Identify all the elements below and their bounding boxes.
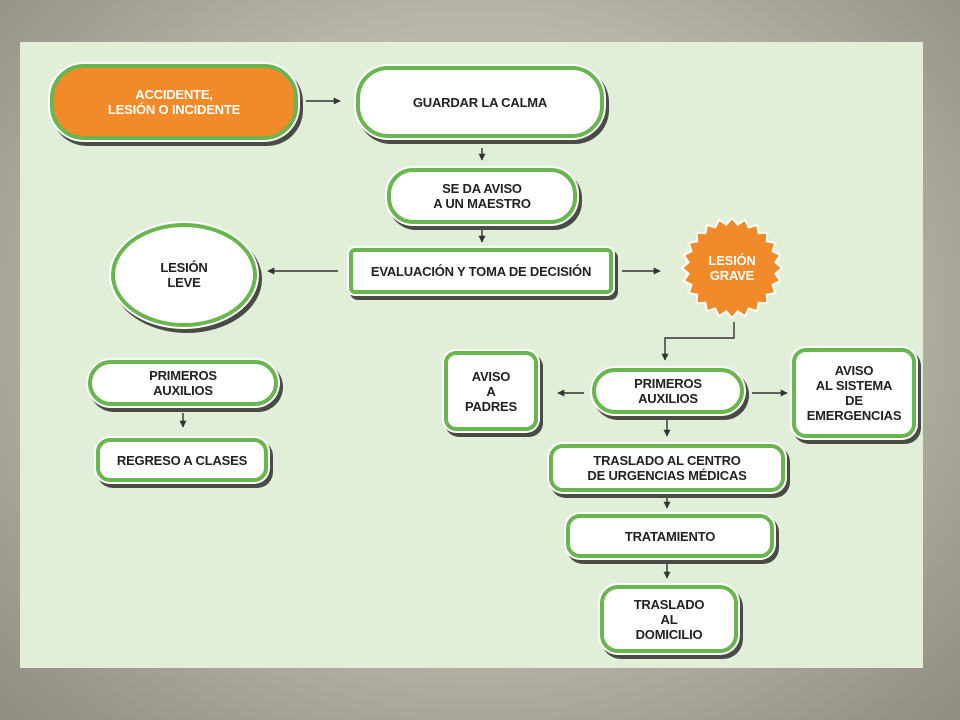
- node-transfer-home: TRASLADO AL DOMICILIO: [600, 585, 738, 653]
- serious-injury-burst-icon: [681, 217, 783, 319]
- node-transfer-center: TRASLADO AL CENTRO DE URGENCIAS MÉDICAS: [549, 444, 785, 492]
- node-minor-injury: LESIÓN LEVE: [111, 223, 257, 327]
- node-serious-injury: LESIÓN GRAVE: [708, 253, 756, 283]
- node-back-to-class: REGRESO A CLASES: [96, 438, 268, 482]
- node-accident: ACCIDENTE, LESIÓN O INCIDENTE: [50, 64, 298, 140]
- node-first-aid-left: PRIMEROS AUXILIOS: [88, 360, 278, 406]
- node-notify-parents: AVISO A PADRES: [444, 351, 538, 431]
- arrow-serious-to-firstaid: [661, 322, 735, 361]
- node-notify-emergency: AVISO AL SISTEMA DE EMERGENCIAS: [792, 348, 916, 438]
- node-keep-calm: GUARDAR LA CALMA: [356, 66, 604, 138]
- node-first-aid-right: PRIMEROS AUXILIOS: [592, 368, 744, 414]
- node-notify-teacher: SE DA AVISO A UN MAESTRO: [387, 168, 577, 224]
- node-evaluation: EVALUACIÓN Y TOMA DE DECISIÓN: [349, 248, 613, 294]
- node-treatment: TRATAMIENTO: [566, 514, 774, 558]
